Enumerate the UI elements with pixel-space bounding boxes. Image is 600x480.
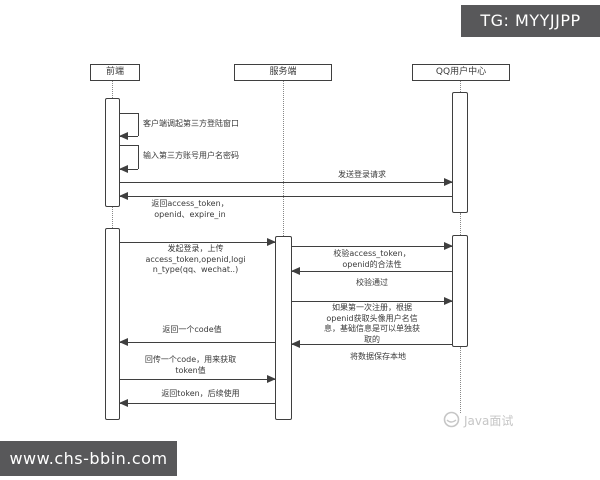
message-label-verify-access-token: 校验access_token， openid的合法性 xyxy=(333,249,411,269)
arrowhead-right xyxy=(444,178,453,186)
message-label-return-token: 返回token，后续使用 xyxy=(161,389,240,398)
actor-frontend: 前端 xyxy=(90,64,140,81)
activation-frontend-1 xyxy=(105,98,120,207)
arrowhead-right xyxy=(444,297,453,305)
arrow-return-access-token xyxy=(119,192,452,201)
tg-badge: TG: MYYJJPP xyxy=(461,5,600,37)
activation-server xyxy=(275,236,292,420)
lifeline-qq xyxy=(460,347,461,413)
lifeline-frontend xyxy=(112,81,113,98)
arrow-first-register-fetch-profile xyxy=(292,297,453,306)
self-message-2-line xyxy=(138,145,139,169)
self-message-2-line xyxy=(120,145,138,146)
site-url-badge: www.chs-bbin.com xyxy=(0,441,177,476)
arrow-return-code xyxy=(119,338,275,347)
arrow-return-token xyxy=(119,399,275,408)
activation-frontend-2 xyxy=(105,228,120,420)
message-label-enter-credentials: 输入第三方账号用户名密码 xyxy=(143,151,239,160)
lifeline-frontend xyxy=(112,207,113,228)
lifeline-qq xyxy=(460,81,461,92)
message-label-start-login-upload: 发起登录，上传 access_token,openid,logi n_type(… xyxy=(145,244,246,275)
message-label-send-back-code: 回传一个code，用来获取 token值 xyxy=(144,355,237,375)
arrowhead-left xyxy=(291,340,300,348)
arrowhead-right xyxy=(444,242,453,250)
arrowhead-right xyxy=(267,238,276,246)
message-label-verify-passed: 校验通过 xyxy=(356,278,388,287)
message-label-first-register-fetch-profile: 如果第一次注册，根据 openid获取头像用户名信 息，基础信息是可以单独获 取… xyxy=(324,303,420,344)
arrow-send-back-code xyxy=(120,375,276,384)
java-interview-logo-icon xyxy=(443,411,460,428)
arrow-start-login-upload xyxy=(120,238,276,247)
message-label-send-login-request: 发送登录请求 xyxy=(338,170,386,179)
lifeline-server xyxy=(283,81,284,236)
arrow-return-profile xyxy=(291,340,452,349)
activation-qq-1 xyxy=(452,92,468,213)
self-message-1-line xyxy=(120,113,138,114)
arrowhead-left xyxy=(119,165,128,173)
self-message-1-arrow xyxy=(119,132,138,141)
lifeline-qq xyxy=(460,213,461,235)
message-label-return-access-token: 返回access_token， openid、expire_in xyxy=(151,199,229,219)
self-message-2-arrow xyxy=(119,165,138,174)
message-label-save-data-locally: 将数据保存本地 xyxy=(350,352,406,361)
arrowhead-left xyxy=(119,338,128,346)
actor-server: 服务端 xyxy=(234,64,332,81)
java-interview-watermark: Java面试 xyxy=(464,414,514,428)
arrowhead-left xyxy=(119,192,128,200)
arrowhead-left xyxy=(119,399,128,407)
arrow-verify-passed xyxy=(291,267,452,276)
arrow-send-login-request xyxy=(120,178,453,187)
arrow-verify-access-token xyxy=(292,242,453,251)
arrowhead-left xyxy=(119,132,128,140)
actor-qq-user-center: QQ用户中心 xyxy=(412,64,510,81)
arrowhead-left xyxy=(291,267,300,275)
message-label-open-login-window: 客户端调起第三方登陆窗口 xyxy=(143,119,239,128)
message-label-return-code: 返回一个code值 xyxy=(162,325,222,334)
arrowhead-right xyxy=(267,375,276,383)
activation-qq-2 xyxy=(452,235,468,347)
self-message-1-line xyxy=(138,113,139,136)
